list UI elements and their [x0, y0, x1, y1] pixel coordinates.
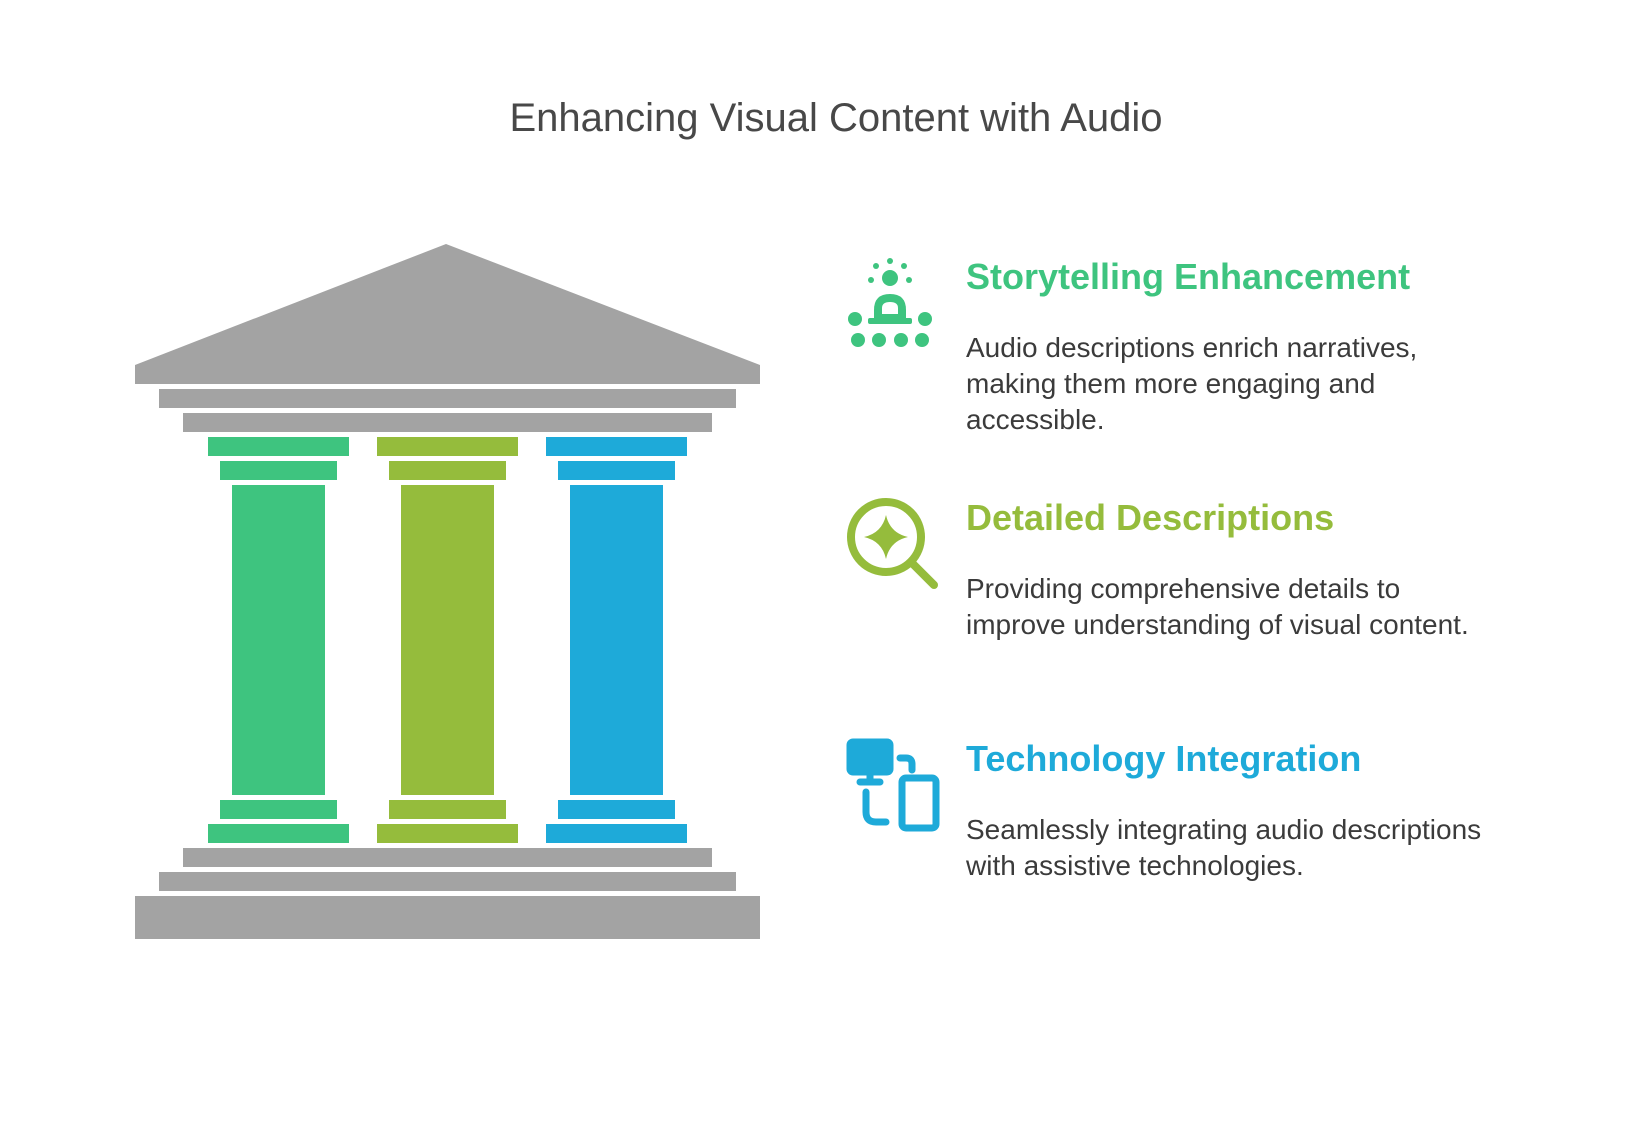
- temple-step-bottom: [135, 896, 760, 939]
- pillar-base-upper: [220, 800, 337, 819]
- pillar-base: [546, 824, 687, 843]
- item-heading: Technology Integration: [966, 738, 1362, 779]
- temple-roof: [135, 244, 760, 365]
- item-heading: Detailed Descriptions: [966, 497, 1335, 538]
- pillar-capital: [377, 437, 518, 456]
- pillar-capital: [546, 437, 687, 456]
- item-heading: Storytelling Enhancement: [966, 256, 1411, 297]
- pillar-base-upper: [389, 800, 506, 819]
- pillar-olive: [377, 437, 518, 843]
- pillar-blue: [546, 437, 687, 843]
- devices-sync-icon: [846, 738, 940, 832]
- page-title: Enhancing Visual Content with Audio: [509, 96, 1163, 140]
- magnifier-sparkle-icon: [847, 498, 938, 589]
- item-description: Seamlessly integrating audio description…: [966, 814, 1482, 881]
- pillar-green: [208, 437, 349, 843]
- temple-diagram: [135, 244, 760, 939]
- temple-step-middle: [159, 872, 736, 891]
- pillar-base: [208, 824, 349, 843]
- pillar-base: [377, 824, 518, 843]
- temple-step-top: [183, 848, 712, 867]
- temple-roof-base: [135, 365, 760, 384]
- pillar-shaft: [401, 485, 494, 795]
- storytelling-icon: [848, 258, 932, 347]
- temple-entablature-bottom: [183, 413, 712, 432]
- pillar-shaft: [232, 485, 325, 795]
- pillar-capital-lower: [220, 461, 337, 480]
- pillar-shaft: [570, 485, 663, 795]
- pillar-capital-lower: [558, 461, 675, 480]
- item-description: Audio descriptions enrich narratives, ma…: [966, 332, 1418, 435]
- pillar-base-upper: [558, 800, 675, 819]
- item-description: Providing comprehensive details to impro…: [966, 573, 1469, 640]
- temple-entablature-top: [159, 389, 736, 408]
- pillar-capital-lower: [389, 461, 506, 480]
- pillar-capital: [208, 437, 349, 456]
